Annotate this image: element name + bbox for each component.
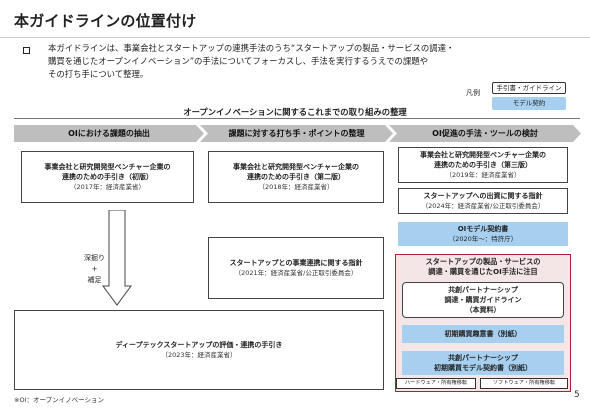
box-line: 事業会社と研究開発型ベンチャー企業の <box>420 151 546 159</box>
legend-guideline: 手引書・ガイドライン <box>492 82 566 94</box>
focus-title-line: スタートアップの製品・サービスの <box>425 257 541 266</box>
tag-hardware: ハードウェア・所有権移転 <box>396 378 476 389</box>
box-line: 連携のための手引き（第三版） <box>434 161 532 169</box>
business-collaboration-guideline-box: スタートアップとの事業連携に関する指針 （2021年：経済産業省/公正取引委員会… <box>208 237 384 299</box>
oi-model-contract-box: OIモデル契約書 （2020年～：特許庁） <box>398 222 568 246</box>
deep-dive-note: 深掘り + 補足 <box>84 253 105 286</box>
column-header-tools: OI促進の手法・ツールの検討 <box>389 125 581 142</box>
box-line: （本資料） <box>465 306 501 314</box>
box-line: 共創パートナーシップ <box>448 354 518 362</box>
box-line: 初期購買モデル契約書（別紙） <box>434 364 532 372</box>
intro-text: 本ガイドラインは、事業会社とスタートアップの連携手法のうち“スタートアップの製品… <box>48 42 568 81</box>
down-arrow-icon <box>102 210 132 306</box>
focus-title: スタートアップの製品・サービスの 調達・購買を通じたOI手法に注目 <box>395 257 571 277</box>
tag-software: ソフトウェア・所有権移転 <box>480 378 568 389</box>
box-source: （2023年：経済産業省） <box>161 351 237 359</box>
box-line: 共創パートナーシップ <box>448 286 518 294</box>
side-line: 補足 <box>87 276 102 284</box>
box-line: 事業会社と研究開発型ベンチャー企業の <box>44 163 171 171</box>
box-line: 連携のための手引き（第二版） <box>247 173 345 181</box>
box-source: （2020年～：特許庁） <box>448 235 518 243</box>
column-header-extraction: OIにおける課題の抽出 <box>14 125 204 142</box>
box-source: （2019年：経済産業省） <box>445 171 521 179</box>
box-line: 初期購買趣意書（別紙） <box>444 330 522 338</box>
page-number: 5 <box>574 390 580 400</box>
intro-line-2: 購買を通じたオープンイノベーション”の手法についてフォーカスし、手法を実行するう… <box>48 56 429 66</box>
box-line: 調達・購買ガイドライン <box>444 296 522 304</box>
legend-model-contract: モデル契約 <box>492 97 566 110</box>
box-source: （2021年：経済産業省/公正取引委員会） <box>234 269 358 277</box>
investment-guideline-box: スタートアップへの出資に関する指針 （2024年：経済産業省/公正取引委員会） <box>398 188 568 214</box>
deeptech-guide-box: ディープテックスタートアップの評価・連携の手引き （2023年：経済産業省） <box>14 310 384 390</box>
box-line: ディープテックスタートアップの評価・連携の手引き <box>115 341 283 349</box>
side-line: + <box>91 265 98 273</box>
initial-purchase-model-contract-box: 共創パートナーシップ 初期購買モデル契約書（別紙） <box>402 351 564 375</box>
box-line: OIモデル契約書 <box>457 225 509 233</box>
footnote: ※OI：オープンイノベーション <box>14 396 104 404</box>
box-line: 事業会社と研究開発型ベンチャー企業の <box>233 163 359 171</box>
section-divider <box>14 118 580 119</box>
procurement-guideline-box: 共創パートナーシップ 調達・購買ガイドライン （本資料） <box>402 282 564 318</box>
initial-purchase-letter-box: 初期購買趣意書（別紙） <box>402 325 564 343</box>
box-line: スタートアップへの出資に関する指針 <box>423 192 543 200</box>
box-source: （2024年：経済産業省/公正取引委員会） <box>421 202 545 210</box>
focus-title-line: 調達・購買を通じたOI手法に注目 <box>428 267 538 276</box>
section-title: オープンイノベーションに関するこれまでの取り組みの整理 <box>183 107 407 117</box>
box-line: スタートアップとの事業連携に関する指針 <box>229 259 363 267</box>
intro-line-3: その打ち手について整理。 <box>48 69 149 79</box>
box-source: （2017年：経済産業省） <box>69 183 146 191</box>
side-line: 深掘り <box>84 254 105 262</box>
guide-second-edition-box: 事業会社と研究開発型ベンチャー企業の 連携のための手引き（第二版） （2018年… <box>208 151 384 203</box>
page-title: 本ガイドラインの位置付け <box>14 12 197 30</box>
box-source: （2018年：経済産業省） <box>258 183 334 191</box>
intro-line-1: 本ガイドラインは、事業会社とスタートアップの連携手法のうち“スタートアップの製品… <box>48 43 455 53</box>
column-header-measures: 課題に対する打ち手・ポイントの整理 <box>200 125 393 142</box>
guide-third-edition-box: 事業会社と研究開発型ベンチャー企業の 連携のための手引き（第三版） （2019年… <box>398 147 568 183</box>
title-divider <box>0 37 590 38</box>
legend-label: 凡例 <box>466 89 480 97</box>
bullet-square-icon <box>23 47 30 54</box>
box-line: 連携のための手引き（初版） <box>62 173 153 181</box>
guide-first-edition-box: 事業会社と研究開発型ベンチャー企業の 連携のための手引き（初版） （2017年：… <box>21 151 194 203</box>
